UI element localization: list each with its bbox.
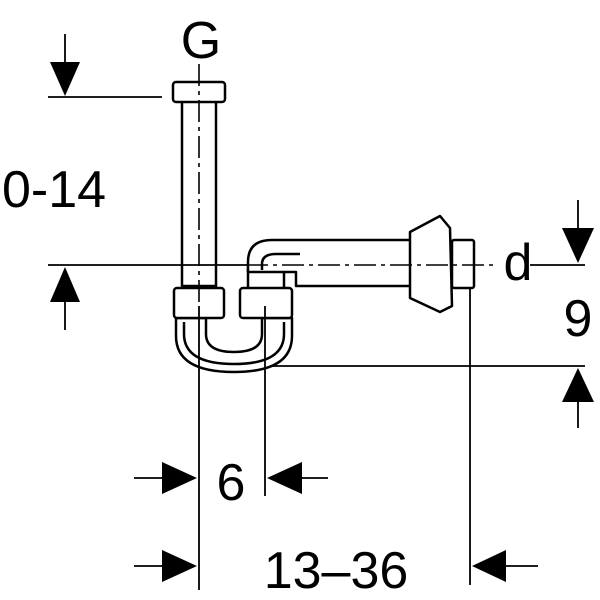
- outlet-height-arrow-top-head: [562, 228, 594, 263]
- pipe-spacing-label: 6: [217, 454, 246, 512]
- height-range-label: 0-14: [2, 161, 106, 219]
- outlet-reach-label: 13–36: [264, 542, 409, 600]
- pipe-diameter-label: d: [504, 234, 533, 292]
- dimension-lines: [48, 34, 585, 590]
- height-arrow-top-head: [50, 62, 80, 96]
- reach-arrow-right-head: [472, 550, 506, 582]
- outlet-elbow: [246, 238, 416, 288]
- wall-rosette: [408, 214, 454, 314]
- outlet-height-label: 9: [564, 290, 593, 348]
- reach-arrow-left-head: [162, 550, 197, 582]
- outlet-height-arrow-bottom-head: [562, 368, 594, 402]
- arrowheads: [50, 62, 594, 582]
- outlet-collar: [450, 238, 476, 290]
- siphon-trap: [171, 80, 476, 374]
- outlet-elbow-inner: [260, 252, 300, 270]
- height-arrow-bottom-head: [50, 267, 80, 302]
- spacing-arrow-left-head: [162, 462, 197, 494]
- thread-label: G: [181, 12, 221, 70]
- spacing-arrow-right-head: [267, 462, 302, 494]
- u-bend-inner-line: [182, 322, 286, 366]
- right-union-nut: [238, 286, 294, 320]
